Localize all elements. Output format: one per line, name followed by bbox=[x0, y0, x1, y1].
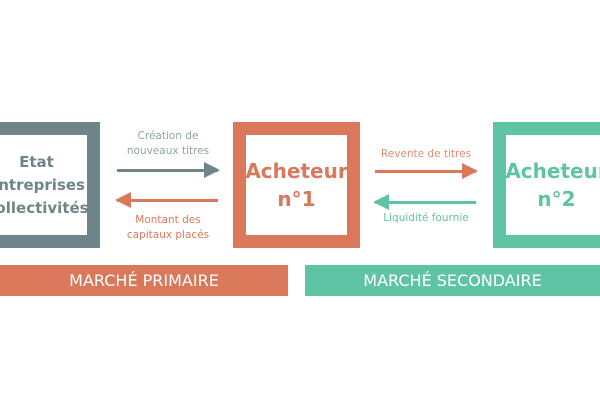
issuer-collectivites: Collectivités bbox=[0, 198, 89, 217]
buyer1-box: Acheteur n°1 bbox=[233, 122, 360, 248]
creation-arrow-right-icon bbox=[117, 162, 220, 178]
creation-line2: nouveaux titres bbox=[126, 145, 210, 157]
revente-label: Revente de titres bbox=[380, 148, 472, 160]
liquidite-arrow-left-icon bbox=[373, 194, 476, 210]
creation-label: Création de nouveaux titres bbox=[112, 129, 224, 159]
montant-line1: Montant des bbox=[135, 214, 201, 226]
buyer2-number: n°2 bbox=[537, 187, 576, 211]
issuer-entreprises: Entreprises bbox=[0, 175, 85, 194]
revente-arrow-right-icon bbox=[375, 163, 478, 179]
issuers-box: Etat Entreprises Collectivités bbox=[0, 122, 100, 248]
liquidite-label: Liquidité fournie bbox=[383, 212, 469, 224]
primary-market-bar: MARCHÉ PRIMAIRE bbox=[0, 265, 288, 296]
buyer2-box: Acheteur n°2 bbox=[493, 122, 600, 248]
buyer1-label: Acheteur bbox=[245, 159, 348, 183]
creation-line1: Création de bbox=[137, 130, 199, 142]
montant-label: Montant des capitaux placés bbox=[112, 213, 224, 243]
montant-arrow-left-icon bbox=[115, 192, 218, 208]
buyer2-label: Acheteur bbox=[505, 159, 600, 183]
issuer-etat: Etat bbox=[19, 152, 54, 171]
buyer1-number: n°1 bbox=[277, 187, 316, 211]
secondary-market-bar: MARCHÉ SECONDAIRE bbox=[305, 265, 600, 296]
montant-line2: capitaux placés bbox=[126, 229, 210, 241]
